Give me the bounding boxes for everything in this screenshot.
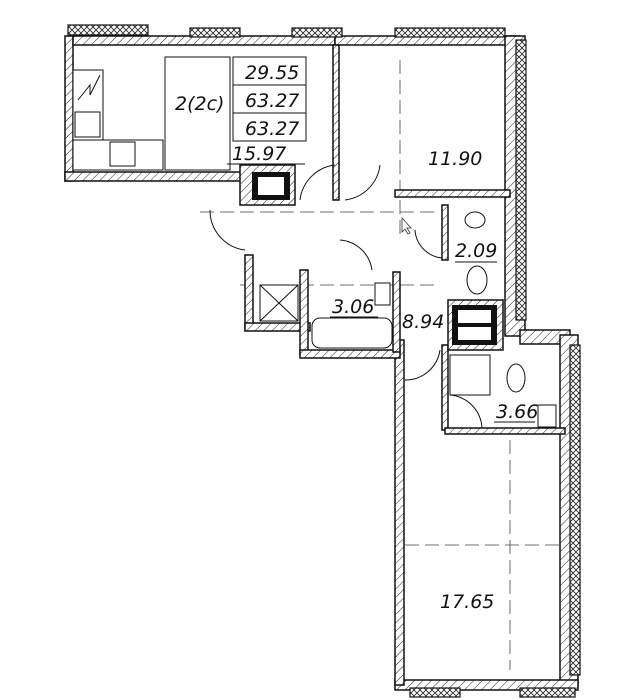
toilet-icon <box>466 265 488 295</box>
living-area: 29.55 <box>245 62 299 84</box>
kitchen-fixtures <box>72 56 290 200</box>
washbasin-icon <box>464 211 486 229</box>
room-labels: 15.97 11.90 2.09 3.06 8.94 3.66 17.65 <box>227 143 538 613</box>
room-area-bedroom-small: 11.90 <box>428 148 482 170</box>
shower-icon <box>449 354 491 396</box>
walls <box>64 35 579 691</box>
sanitary-fixtures <box>259 211 557 428</box>
fridge-icon <box>77 74 101 101</box>
bathtub-icon <box>311 317 393 349</box>
total-area-with-balcony: 63.27 <box>245 118 299 140</box>
apartment-type: 2(2c) <box>175 93 224 115</box>
windows <box>67 24 581 698</box>
doors <box>209 164 483 429</box>
room-area-kitchen: 15.97 <box>232 143 286 165</box>
room-area-bedroom-large: 17.65 <box>440 591 494 613</box>
toilet-icon <box>506 363 526 393</box>
sink-icon <box>109 141 136 167</box>
total-area: 63.27 <box>245 90 299 112</box>
room-area-wc: 2.09 <box>455 240 497 262</box>
room-area-hallway: 8.94 <box>402 311 444 333</box>
summary-table: 2(2c) 29.55 63.27 63.27 <box>175 56 307 142</box>
washbasin-icon <box>374 282 391 306</box>
washbasin-icon <box>537 404 557 428</box>
room-area-shower-room: 3.66 <box>496 401 538 423</box>
mouse-cursor-icon <box>401 216 412 235</box>
stove-icon <box>74 111 101 138</box>
room-area-bathroom: 3.06 <box>332 296 374 318</box>
